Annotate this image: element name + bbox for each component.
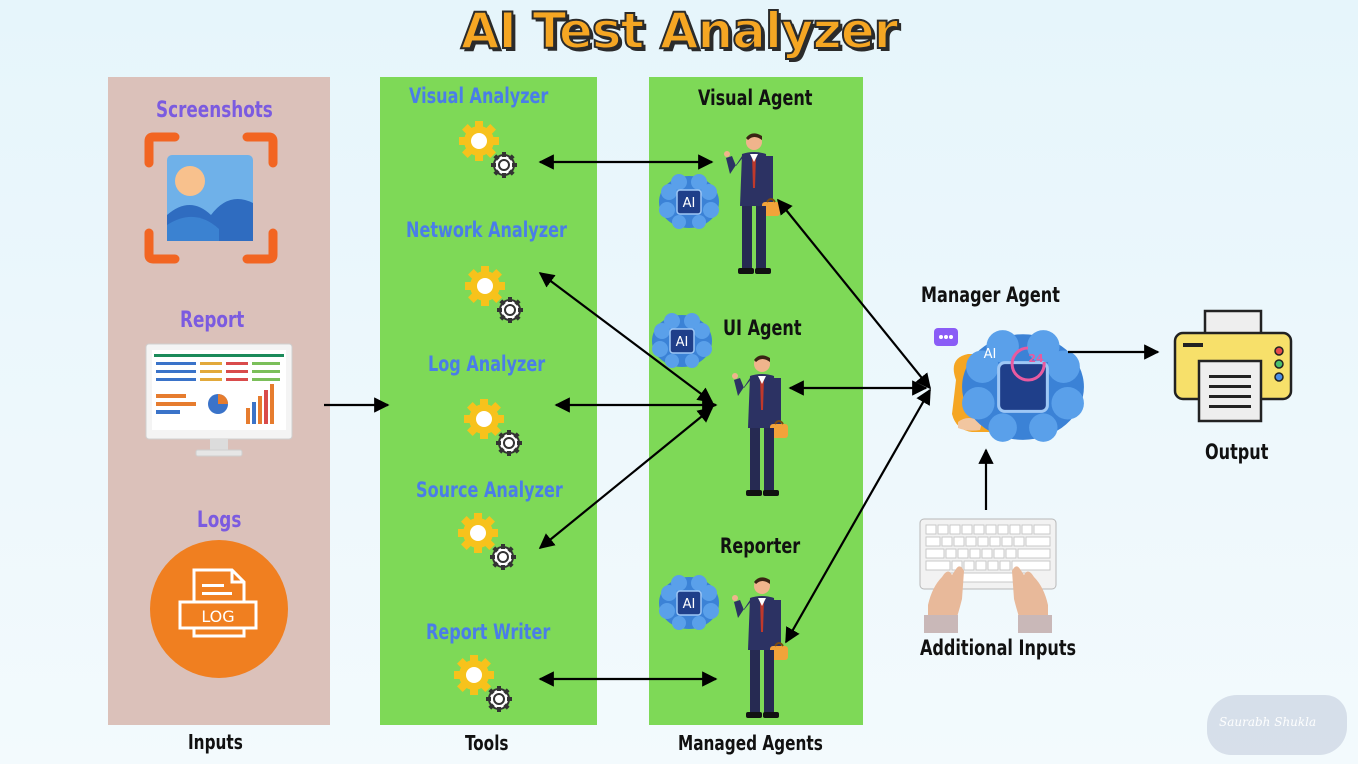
diagram-title: AI Test Analyzer: [460, 1, 900, 61]
printer-icon: [1173, 309, 1293, 423]
svg-text:24: 24: [1028, 352, 1044, 365]
businessman-agent-figure: [730, 350, 792, 498]
monitor-report-icon: [145, 343, 293, 457]
tool-label-source-analyzer: Source Analyzer: [416, 478, 563, 502]
ai-brain-icon: AI: [650, 313, 714, 369]
agent-label-reporter: Reporter: [720, 534, 801, 558]
agent-label-visual-agent: Visual Agent: [698, 86, 813, 110]
input-label-screenshots: Screenshots: [156, 98, 273, 123]
output-label: Output: [1205, 440, 1269, 464]
log-file-icon: LOG: [150, 540, 288, 678]
keyboard-typing-icon: [919, 518, 1057, 633]
caption-tools: Tools: [465, 731, 509, 755]
additional-inputs-label: Additional Inputs: [920, 636, 1077, 660]
ai-brain-icon: AI: [657, 575, 721, 631]
tool-label-network-analyzer: Network Analyzer: [406, 218, 567, 242]
gear-icon: [465, 266, 527, 326]
gear-icon: [459, 121, 521, 181]
svg-text:AI: AI: [683, 597, 696, 612]
gear-icon: [454, 655, 516, 715]
svg-text:AI: AI: [683, 196, 696, 211]
input-label-logs: Logs: [197, 508, 242, 533]
tool-label-visual-analyzer: Visual Analyzer: [409, 84, 549, 108]
svg-text:AI: AI: [676, 335, 689, 350]
svg-text:AI: AI: [984, 347, 997, 362]
caption-managed-agents: Managed Agents: [678, 731, 823, 755]
ai-brain-icon: AI: [657, 174, 721, 230]
input-label-report: Report: [180, 308, 245, 333]
screenshot-icon: [144, 132, 278, 264]
gear-icon: [458, 513, 520, 573]
tool-label-log-analyzer: Log Analyzer: [428, 352, 546, 376]
businessman-agent-figure: [722, 128, 784, 276]
manager-agent-figure: AI 24: [934, 328, 1058, 448]
tool-label-report-writer: Report Writer: [426, 620, 551, 644]
svg-text:LOG: LOG: [201, 607, 234, 626]
businessman-agent-figure: [730, 572, 792, 720]
agent-label-ui-agent: UI Agent: [723, 316, 802, 340]
author-signature: Saurabh Shukla: [1207, 695, 1347, 755]
manager-agent-label: Manager Agent: [921, 283, 1060, 307]
caption-inputs: Inputs: [188, 730, 243, 754]
gear-icon: [464, 399, 526, 459]
